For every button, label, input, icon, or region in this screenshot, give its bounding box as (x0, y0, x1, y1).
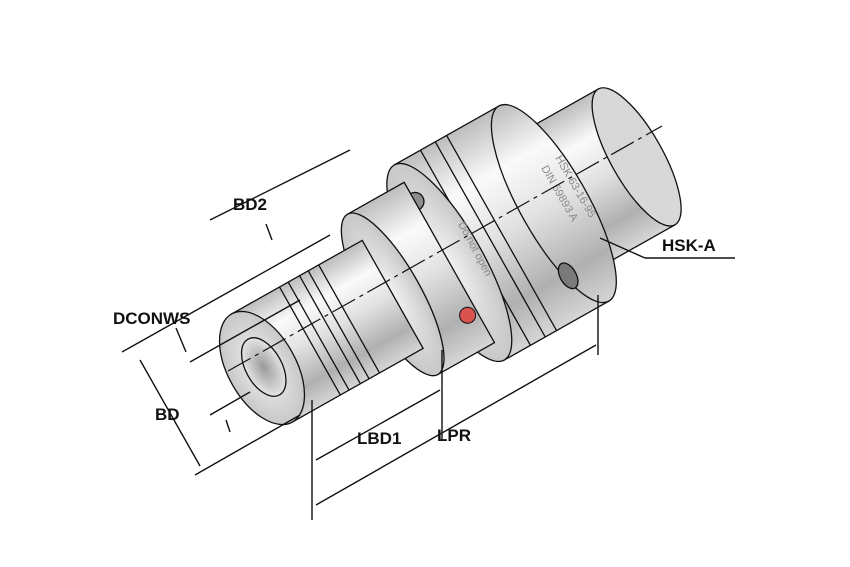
label-bd2: BD2 (233, 195, 267, 214)
dconws-arrow (175, 327, 187, 353)
label-bd: BD (155, 405, 180, 424)
drive-slot-hole (557, 262, 579, 290)
tool-holder-body (218, 87, 682, 426)
bd2-arrow (265, 223, 273, 241)
lpr-dimension (315, 344, 597, 506)
dimension-lines (121, 149, 735, 520)
center-axis (227, 125, 663, 372)
bore (240, 337, 287, 397)
label-lpr: LPR (437, 426, 471, 445)
label-dconws: DCONWS (113, 309, 190, 328)
red-indicator (459, 306, 477, 324)
label-hsk-a: HSK-A (662, 236, 716, 255)
label-lbd1: LBD1 (357, 429, 401, 448)
lbd1-dimension (315, 389, 441, 461)
bd-dimension (139, 359, 201, 467)
